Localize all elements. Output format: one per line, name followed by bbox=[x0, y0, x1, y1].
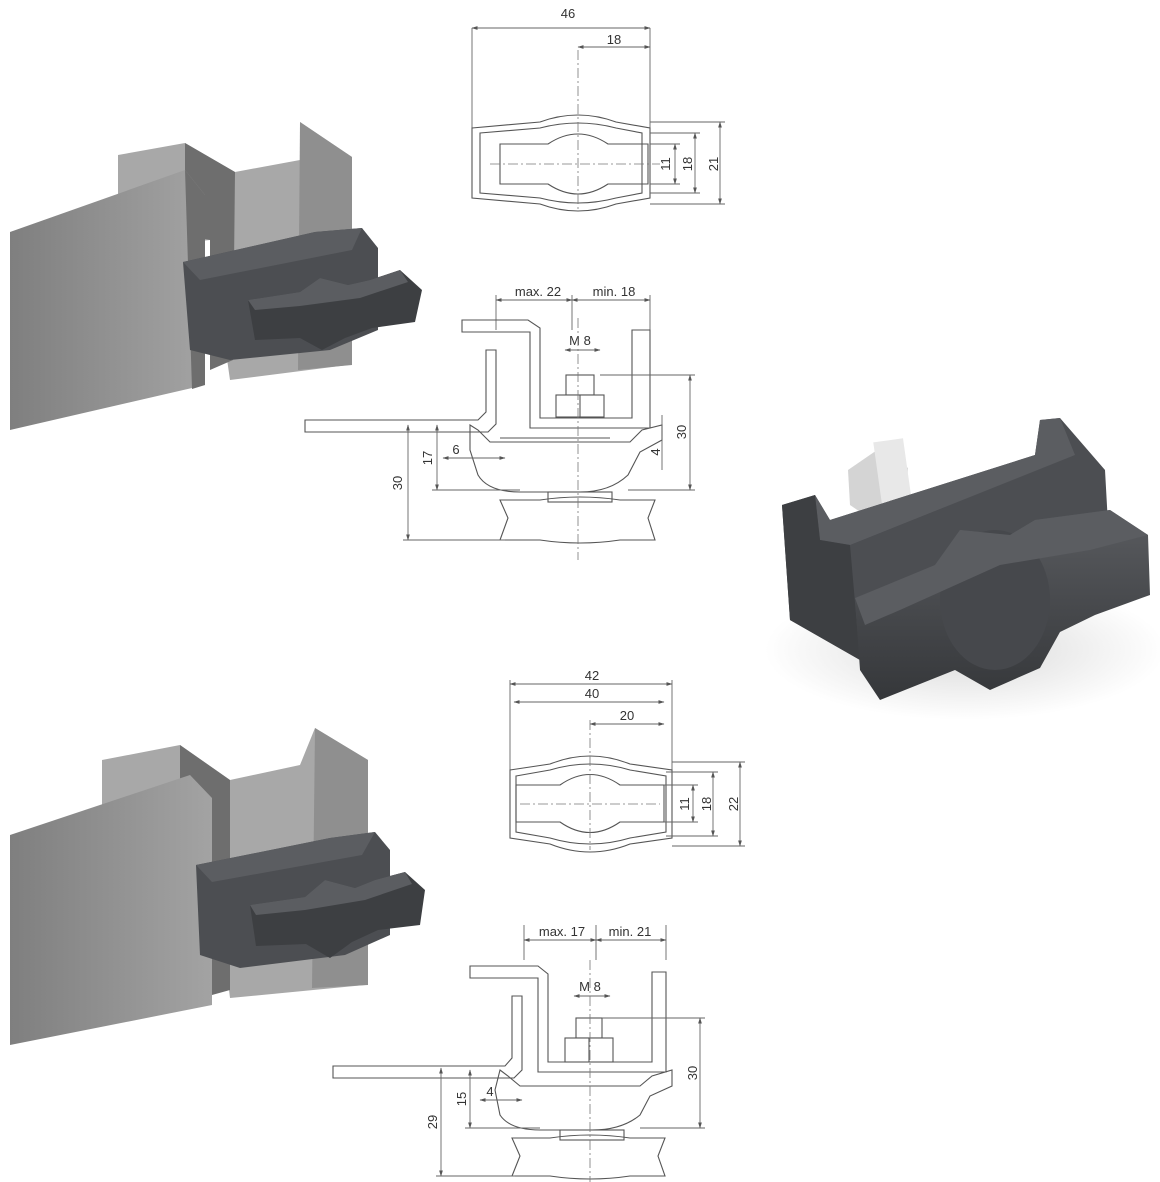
dim-min-b: min. 21 bbox=[609, 924, 652, 939]
dim-body-height-b: 22 bbox=[726, 797, 741, 811]
dim-max: max. 22 bbox=[515, 284, 561, 299]
dim-height-left-outer: 30 bbox=[390, 476, 405, 490]
dim-jaw-b: 4 bbox=[486, 1084, 493, 1099]
plan-view-bottom: 42 40 20 11 18 22 bbox=[509, 668, 745, 853]
dim-height-left-outer-b: 29 bbox=[425, 1115, 440, 1129]
dim-offset: 18 bbox=[607, 32, 621, 47]
dim-max-b: max. 17 bbox=[539, 924, 585, 939]
clamp-render-bottom bbox=[10, 728, 425, 1045]
dim-thread: M 8 bbox=[569, 333, 591, 348]
dim-height-right-b: 30 bbox=[685, 1066, 700, 1080]
dim-lip: 4 bbox=[648, 448, 663, 455]
dim-jaw: 6 bbox=[452, 442, 459, 457]
dim-overall-width: 46 bbox=[561, 6, 575, 21]
dim-knob-height-b: 18 bbox=[699, 797, 714, 811]
dim-height-right: 30 bbox=[674, 425, 689, 439]
dim-body-height: 21 bbox=[706, 157, 721, 171]
dim-slot-height: 11 bbox=[658, 157, 673, 171]
dim-height-left-inner-b: 15 bbox=[454, 1092, 469, 1106]
section-view-top: max. 22 min. 18 M 8 30 4 6 17 bbox=[304, 284, 695, 560]
dim-overall-width-b: 42 bbox=[585, 668, 599, 683]
section-view-bottom: max. 17 min. 21 M 8 30 4 15 29 bbox=[332, 924, 705, 1182]
plan-view-top: 46 18 11 18 21 bbox=[471, 6, 725, 212]
dim-min: min. 18 bbox=[593, 284, 636, 299]
clamp-render-top bbox=[10, 122, 422, 430]
dim-knob-height: 18 bbox=[680, 157, 695, 171]
dim-offset-b: 20 bbox=[620, 708, 634, 723]
dim-inner-width-b: 40 bbox=[585, 686, 599, 701]
dim-slot-height-b: 11 bbox=[677, 797, 692, 811]
dim-height-left-inner: 17 bbox=[420, 451, 435, 465]
clamp-photo bbox=[765, 418, 1160, 720]
